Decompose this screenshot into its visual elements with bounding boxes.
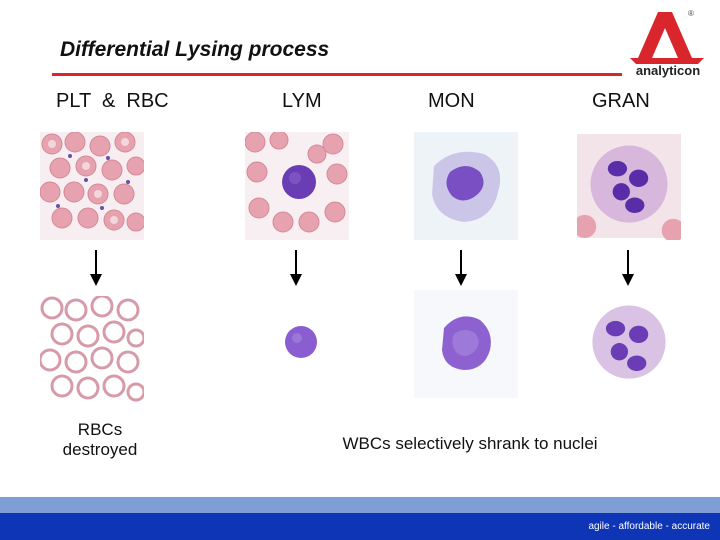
caption-wbcs-shrank: WBCs selectively shrank to nuclei	[342, 434, 598, 453]
lysed-rbc-smear-image	[40, 296, 144, 404]
down-arrow-icon	[90, 250, 102, 286]
lysed-monocyte-image	[414, 290, 518, 398]
lysed-lymphocyte-image	[245, 296, 349, 404]
footer-band-dark	[0, 513, 720, 540]
column-heading-gran: GRAN	[592, 90, 650, 112]
footer-band-light	[0, 497, 720, 513]
rbc-platelet-smear-image	[40, 132, 144, 240]
logo-wordmark: analyticon	[635, 63, 701, 78]
title-divider	[52, 73, 622, 76]
page-title: Differential Lysing process	[60, 38, 330, 61]
monocyte-smear-image	[414, 132, 518, 240]
column-heading-mon: MON	[428, 90, 475, 112]
column-heading-lym: LYM	[282, 90, 322, 112]
caption-rbcs-destroyed: RBCs destroyed	[62, 420, 138, 459]
down-arrow-icon	[455, 250, 467, 286]
footer-tagline: agile - affordable - accurate	[588, 521, 710, 532]
registered-mark: ®	[688, 9, 694, 18]
analyticon-logo-icon	[630, 12, 704, 64]
lymphocyte-smear-image	[245, 132, 349, 240]
lysed-granulocyte-image	[577, 292, 681, 396]
down-arrow-icon	[622, 250, 634, 286]
granulocyte-smear-image	[577, 134, 681, 240]
down-arrow-icon	[290, 250, 302, 286]
column-heading-plt-rbc: PLT & RBC	[56, 90, 169, 112]
